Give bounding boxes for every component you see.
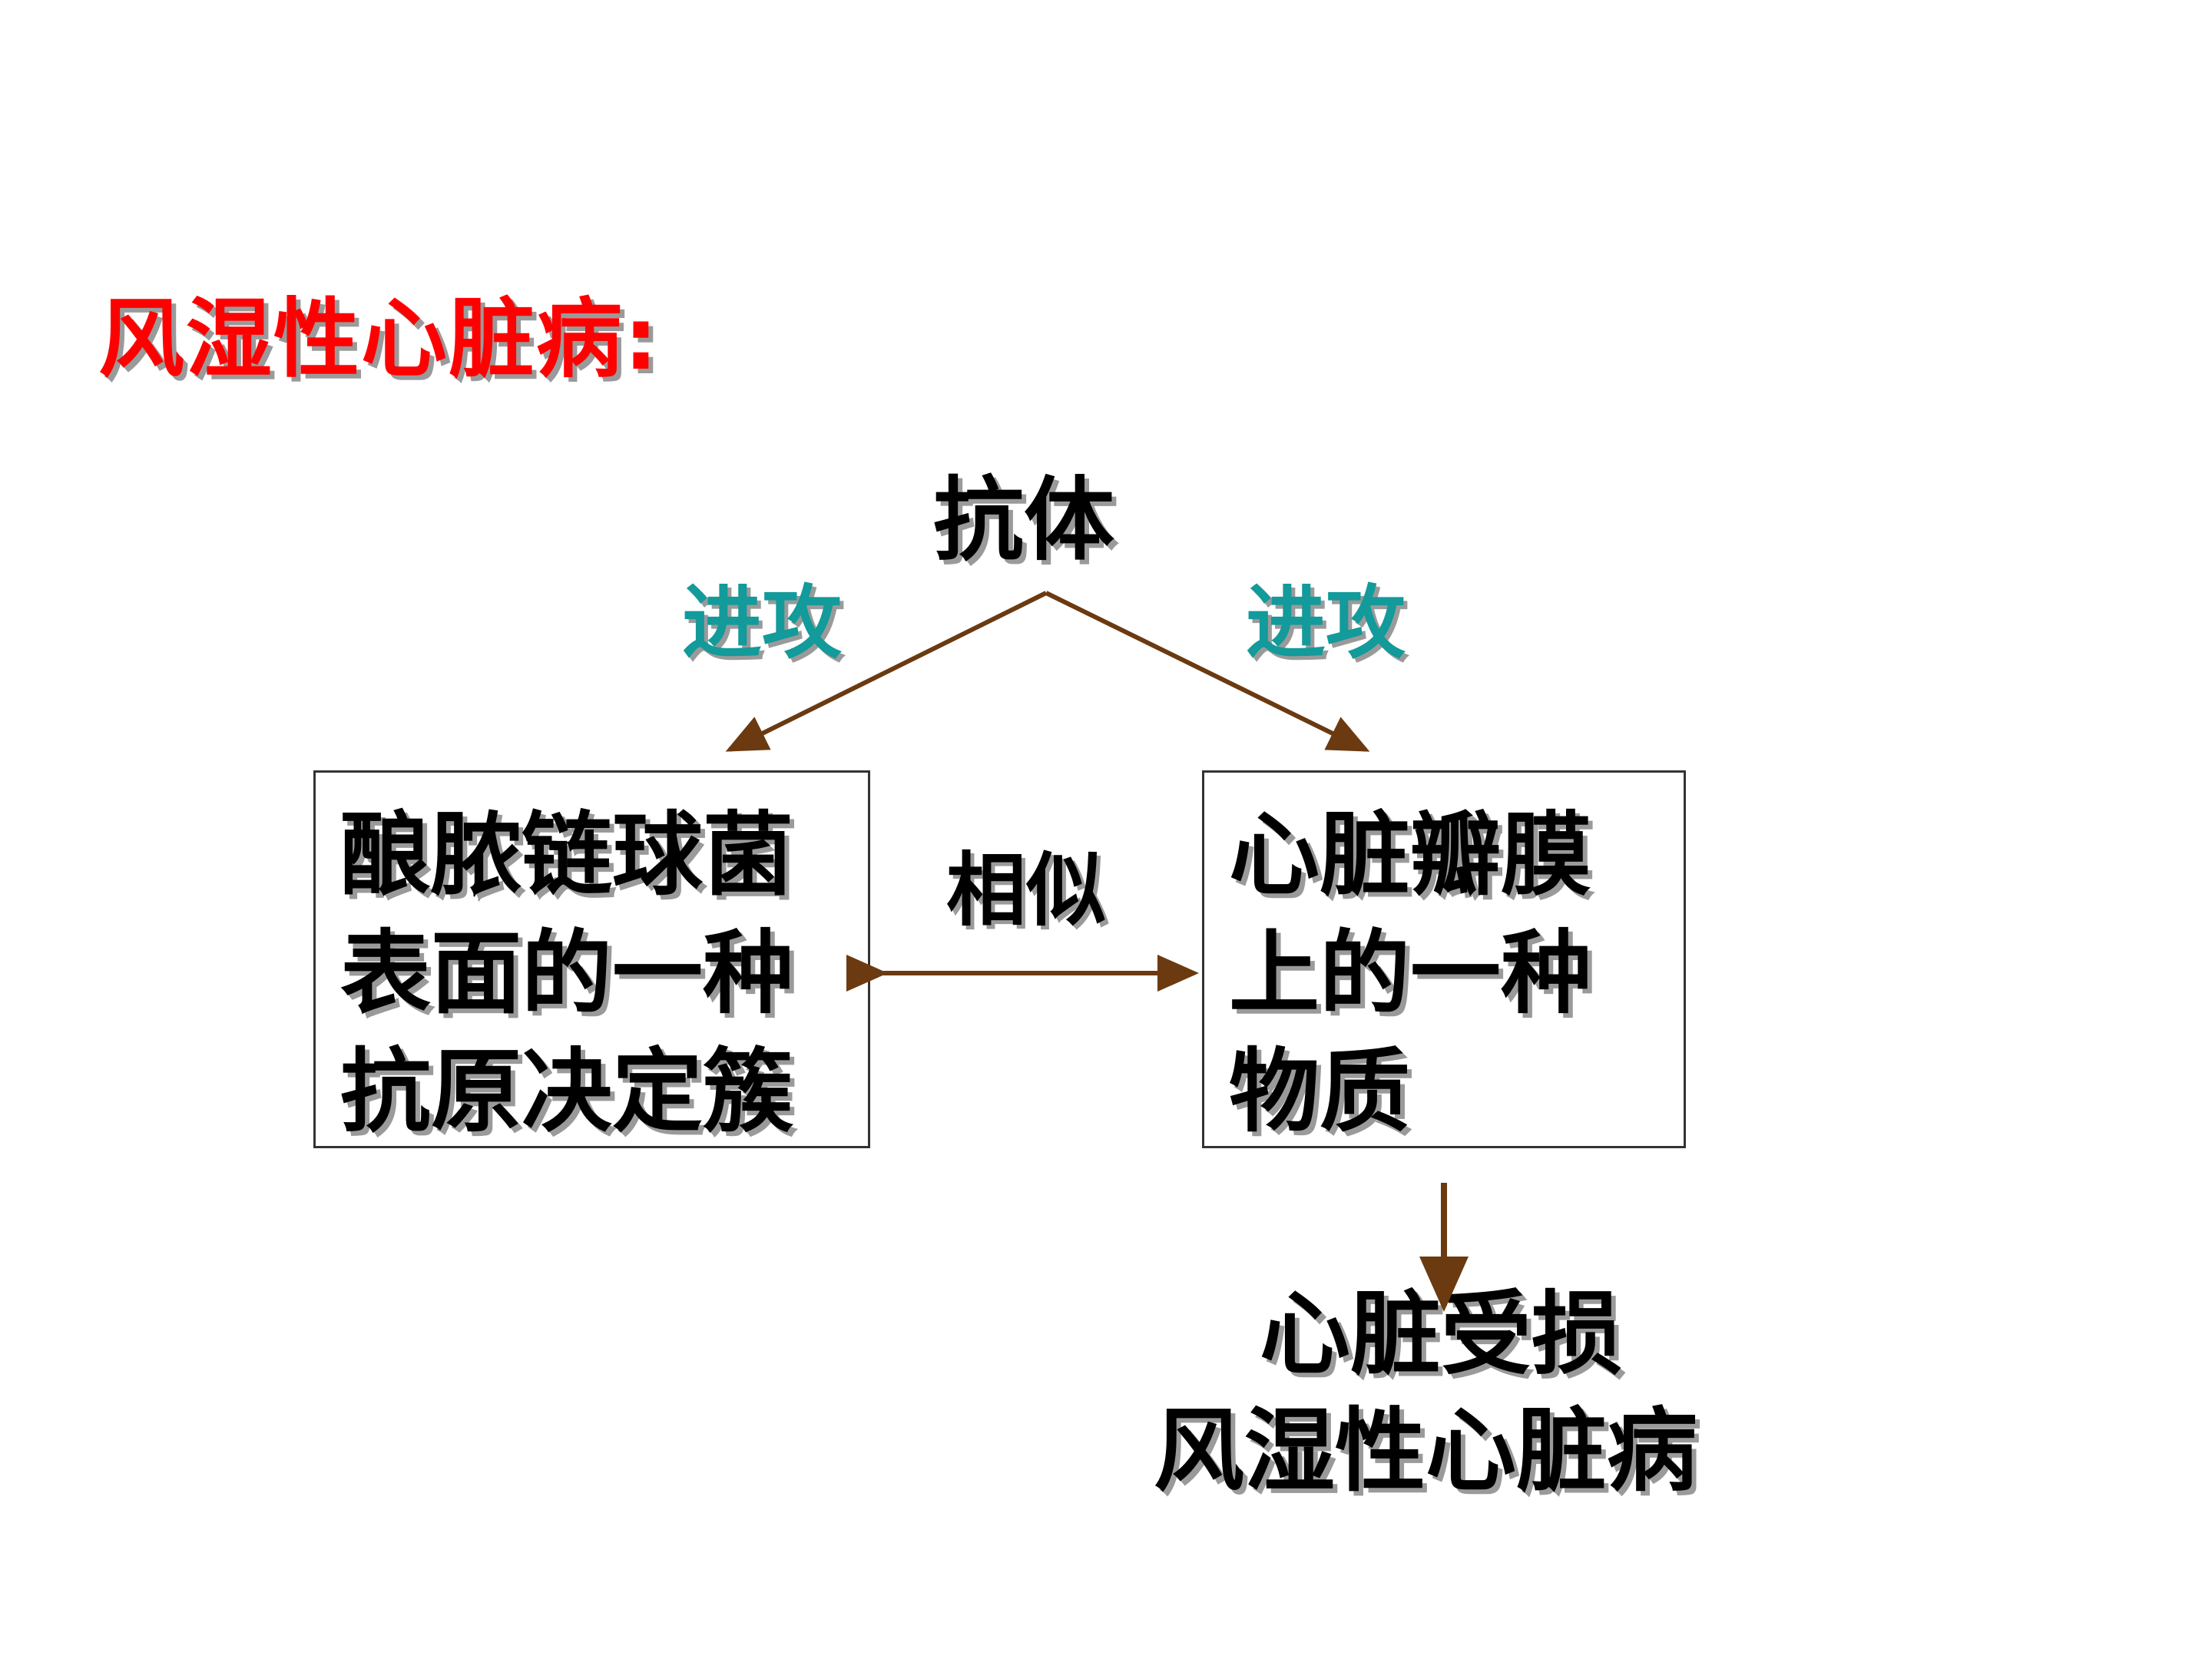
attack-label-left: 进攻: [682, 576, 843, 670]
attack-label-right: 进攻: [1246, 576, 1406, 670]
similar-label: 相似: [946, 843, 1107, 937]
streptococcus-antigen-box: 酿脓链球菌 表面的一种 抗原决定簇: [313, 770, 870, 1148]
antibody-node: 抗体: [933, 467, 1115, 573]
box-left-line: 酿脓链球菌: [340, 802, 794, 908]
box-right-line: 心脏瓣膜: [1229, 802, 1592, 908]
box-right-line: 上的一种: [1229, 920, 1592, 1026]
attack-arrow-left: [725, 591, 1048, 752]
heart-valve-text: 心脏瓣膜 上的一种 物质: [1229, 796, 1591, 1151]
attack-arrow-right: [1045, 591, 1370, 752]
box-left-line: 抗原决定簇: [340, 1038, 794, 1144]
heart-valve-box: 心脏瓣膜 上的一种 物质: [1202, 770, 1686, 1148]
box-right-line: 物质: [1229, 1038, 1411, 1144]
slide-title: 风湿性心脏病:: [98, 290, 660, 389]
box-left-line: 表面的一种: [340, 920, 794, 1026]
streptococcus-antigen-text: 酿脓链球菌 表面的一种 抗原决定簇: [340, 796, 793, 1151]
result-line-disease: 风湿性心脏病: [1154, 1398, 1698, 1504]
